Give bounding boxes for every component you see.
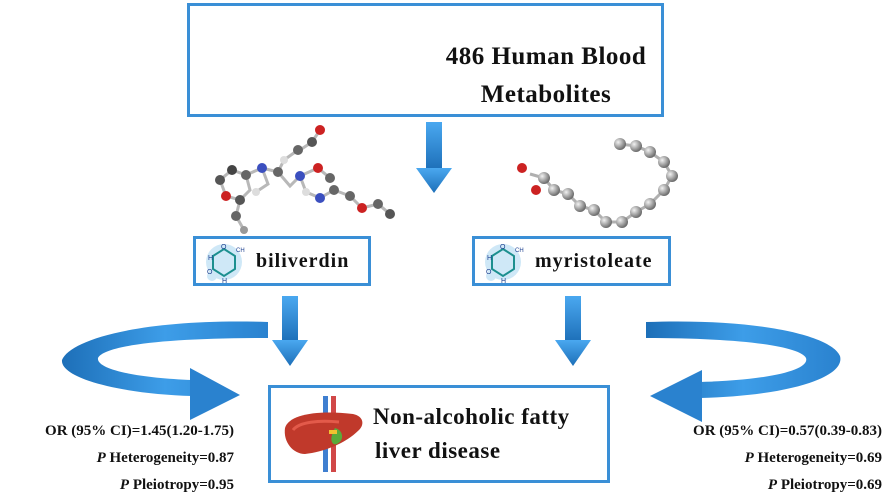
curved-arrow-left [61, 321, 268, 420]
svg-text:O: O [207, 269, 213, 276]
metabolites-title-line1: 486 Human Blood [445, 43, 647, 70]
outcome-title-line2: liver disease [375, 438, 501, 463]
svg-text:H: H [487, 255, 492, 262]
arrow-down-top [416, 122, 452, 193]
outcome-box: Non-alcoholic fatty liver disease [268, 385, 610, 483]
right-statistics: OR (95% CI)=0.57(0.39-0.83) P Heterogene… [640, 418, 882, 499]
curved-arrow-right [646, 321, 841, 422]
svg-text:H: H [222, 278, 227, 284]
pyrimidine-icon: O H CH O H [485, 244, 524, 284]
left-pleiotropy-value: Pleiotropy=0.95 [129, 477, 234, 493]
left-heterogeneity: P Heterogeneity=0.87 [2, 445, 234, 472]
pyrimidine-icon: O H CH O H [206, 244, 245, 284]
left-heterogeneity-value: Heterogeneity=0.87 [105, 450, 234, 466]
myristoleate-molecule [517, 138, 678, 228]
right-heterogeneity: P Heterogeneity=0.69 [640, 445, 882, 472]
arrow-down-biliverdin [272, 296, 308, 366]
liver-icon [284, 396, 363, 472]
svg-text:O: O [221, 244, 227, 251]
right-or: OR (95% CI)=0.57(0.39-0.83) [693, 423, 882, 439]
svg-text:CH: CH [236, 248, 245, 254]
metabolites-title: 486 Human Blood Metabolites [430, 38, 662, 114]
right-heterogeneity-p: P [744, 450, 754, 466]
left-heterogeneity-p: P [96, 450, 106, 466]
biliverdin-box: O H CH O H biliverdin [193, 236, 371, 286]
arrow-down-myristoleate [555, 296, 591, 366]
svg-text:H: H [501, 278, 506, 284]
left-statistics: OR (95% CI)=1.45(1.20-1.75) P Heterogene… [2, 418, 234, 499]
right-heterogeneity-value: Heterogeneity=0.69 [753, 450, 882, 466]
right-pleiotropy-value: Pleiotropy=0.69 [777, 477, 882, 493]
myristoleate-label: myristoleate [535, 250, 653, 272]
right-pleiotropy-p: P [767, 477, 778, 493]
svg-text:CH: CH [515, 248, 524, 254]
left-or: OR (95% CI)=1.45(1.20-1.75) [45, 423, 234, 439]
metabolites-title-line2: Metabolites [480, 81, 612, 108]
svg-text:O: O [500, 244, 506, 251]
svg-text:O: O [486, 269, 492, 276]
outcome-title: Non-alcoholic fatty liver disease [373, 400, 570, 468]
right-pleiotropy: P Pleiotropy=0.69 [640, 472, 882, 499]
myristoleate-box: O H CH O H myristoleate [472, 236, 671, 286]
metabolites-box: 486 Human Blood Metabolites [187, 3, 664, 117]
left-pleiotropy-p: P [119, 477, 130, 493]
svg-text:H: H [208, 255, 213, 262]
biliverdin-molecule [218, 129, 391, 231]
biliverdin-atoms [215, 125, 395, 234]
left-pleiotropy: P Pleiotropy=0.95 [2, 472, 234, 499]
outcome-title-line1: Non-alcoholic fatty [373, 404, 570, 429]
biliverdin-label: biliverdin [256, 250, 350, 272]
